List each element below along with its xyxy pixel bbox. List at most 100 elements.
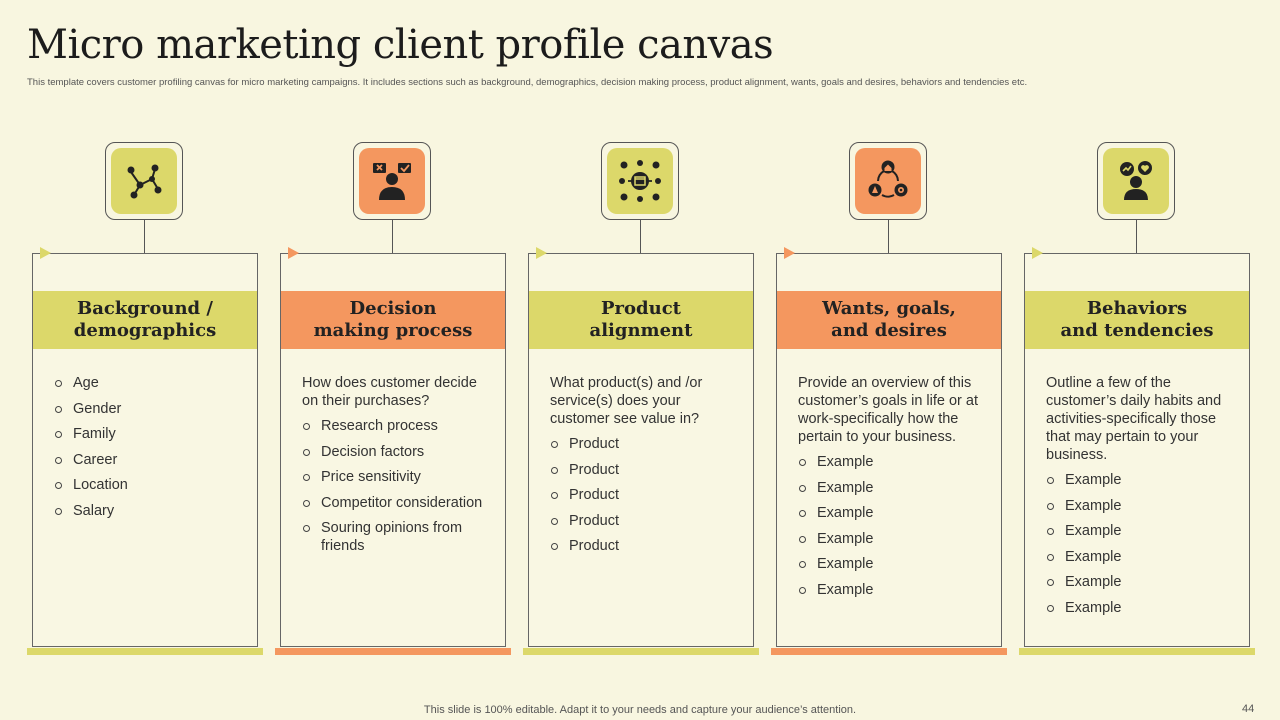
circle-bullet-icon — [799, 510, 806, 518]
column-header-line: Behaviors — [1086, 298, 1188, 319]
list-item-text: Research process — [321, 418, 438, 434]
list-item-text: Competitor consideration — [321, 494, 483, 511]
triangle-marker-icon — [40, 247, 51, 259]
column-header-line: Decision — [349, 298, 437, 319]
column-intro: Provide an overview of this customer’s g… — [798, 375, 978, 445]
connector-line — [1136, 220, 1137, 253]
circle-bullet-icon — [799, 561, 806, 569]
bottom-accent-bar — [771, 648, 1007, 655]
column-intro: How does customer decide on their purcha… — [302, 375, 477, 409]
circle-bullet-icon — [1047, 528, 1054, 536]
circle-bullet-icon — [303, 423, 310, 430]
page-number: 44 — [1242, 703, 1255, 715]
circle-bullet-icon — [1047, 553, 1054, 561]
column-header-line: and desires — [831, 320, 947, 341]
list-item: Example — [798, 479, 990, 497]
list-item: Example — [1046, 497, 1238, 515]
circle-bullet-icon — [303, 474, 310, 482]
list-item-text: Example — [817, 581, 874, 598]
circle-bullet-icon — [1047, 579, 1054, 587]
list-item-text: Product — [569, 512, 619, 529]
column-header-line: Product — [601, 298, 681, 319]
list-item-text: Example — [1065, 599, 1122, 616]
connector-line — [144, 220, 145, 253]
list-item: Example — [798, 530, 990, 548]
circle-bullet-icon — [799, 459, 806, 466]
list-item-text: Gender — [73, 400, 122, 417]
column-header: Wants, goals,and desires — [777, 291, 1001, 349]
column-intro: Outline a few of the customer’s daily ha… — [1046, 375, 1222, 463]
circle-bullet-icon — [551, 466, 558, 474]
column-header-line: making process — [313, 320, 473, 341]
connector-line — [888, 220, 889, 253]
list-item-text: Age — [73, 375, 99, 391]
icon-frame — [105, 142, 183, 220]
circle-bullet-icon — [799, 484, 806, 492]
circle-bullet-icon — [55, 482, 62, 490]
list-item: Example — [1046, 599, 1238, 617]
list-item: Salary — [54, 502, 246, 520]
list-item: Example — [798, 504, 990, 522]
list-item: Product — [550, 537, 742, 555]
connector-line — [640, 220, 641, 253]
list-item: Example — [1046, 573, 1238, 591]
circle-bullet-icon — [55, 456, 62, 464]
list-item-text: Family — [73, 426, 116, 443]
circle-bullet-icon — [55, 507, 62, 515]
connector-line — [392, 220, 393, 253]
column-body: Provide an overview of this customer’s g… — [798, 374, 990, 607]
circle-bullet-icon — [551, 517, 558, 525]
list-item-text: Location — [73, 477, 128, 494]
list-item: Example — [798, 581, 990, 599]
circle-bullet-icon — [303, 525, 310, 533]
person-thoughts-icon — [1103, 148, 1169, 214]
triangle-marker-icon — [536, 247, 547, 259]
list-item-text: Decision factors — [321, 443, 425, 460]
product-box-icon — [607, 148, 673, 214]
column-intro: What product(s) and /or service(s) does … — [550, 375, 703, 427]
list-item: Product — [550, 461, 742, 479]
triangle-marker-icon — [784, 247, 795, 259]
list-item: Example — [1046, 471, 1238, 489]
circle-bullet-icon — [551, 492, 558, 500]
list-item: Example — [1046, 522, 1238, 540]
column-header: Background /demographics — [33, 291, 257, 349]
bottom-accent-bar — [275, 648, 511, 655]
bottom-accent-bar — [523, 648, 759, 655]
circle-bullet-icon — [551, 441, 558, 448]
list-item-text: Example — [1065, 497, 1122, 514]
icon-frame — [353, 142, 431, 220]
list-item: Price sensitivity — [302, 468, 494, 486]
network-nodes-icon — [111, 148, 177, 214]
list-item: Research process — [302, 417, 494, 435]
list-item: Souring opinions from friends — [302, 519, 494, 555]
list-item-text: Product — [569, 487, 619, 504]
list-item: Example — [798, 555, 990, 573]
list-item: Decision factors — [302, 443, 494, 461]
list-item-text: Price sensitivity — [321, 469, 421, 486]
list-item-text: Example — [817, 556, 874, 573]
slide-footer: This slide is 100% editable. Adapt it to… — [423, 704, 857, 716]
list-item: Example — [798, 453, 990, 471]
list-item-text: Example — [817, 530, 874, 547]
circle-bullet-icon — [55, 405, 62, 413]
circle-bullet-icon — [303, 448, 310, 456]
icon-frame — [601, 142, 679, 220]
circle-bullet-icon — [55, 431, 62, 439]
column-body: Outline a few of the customer’s daily ha… — [1046, 374, 1238, 625]
decision-person-icon — [359, 148, 425, 214]
list-item-text: Career — [73, 451, 118, 468]
list-item-text: Example — [1065, 472, 1122, 488]
list-item-text: Product — [569, 461, 619, 478]
list-item-text: Example — [817, 479, 874, 496]
circle-bullet-icon — [1047, 502, 1054, 510]
goals-cycle-icon — [855, 148, 921, 214]
list-item: Product — [550, 435, 742, 453]
circle-bullet-icon — [1047, 477, 1054, 484]
